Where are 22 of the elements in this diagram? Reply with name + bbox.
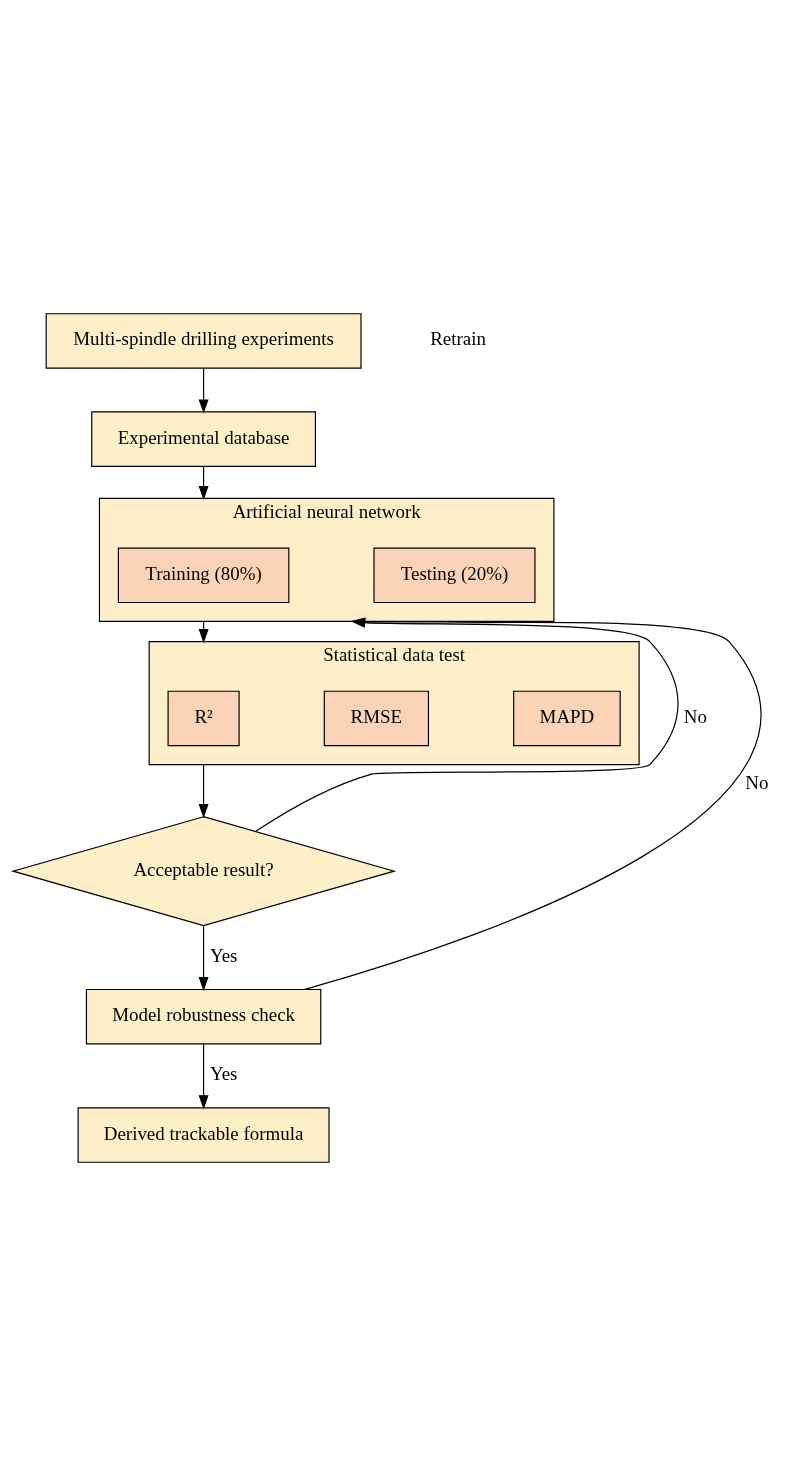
node-box: R² [167, 690, 240, 746]
node-diamond: Acceptable result? [10, 815, 397, 926]
arrow [198, 1043, 209, 1109]
label: Retrain [430, 327, 486, 349]
arrow [198, 465, 209, 500]
edge-label: No [683, 705, 707, 727]
node-box: Experimental database [91, 410, 316, 467]
edge-label: Yes [209, 1062, 238, 1084]
node-box: Testing (20%) [373, 546, 536, 603]
node-box: Model robustness check [85, 988, 322, 1044]
arrow [255, 617, 679, 832]
node-box: Derived trackable formula [77, 1106, 330, 1163]
edge-label: No [745, 771, 769, 793]
node-box: MAPD [513, 690, 621, 746]
arrow [304, 617, 762, 990]
node-box: Multi-spindle drilling experiments [45, 312, 362, 369]
arrow [198, 763, 209, 818]
arrow [198, 367, 209, 414]
node-box: RMSE [323, 690, 430, 746]
node-box: Training (80%) [117, 546, 290, 603]
arrow [198, 924, 209, 991]
edge-label: Yes [209, 944, 238, 966]
